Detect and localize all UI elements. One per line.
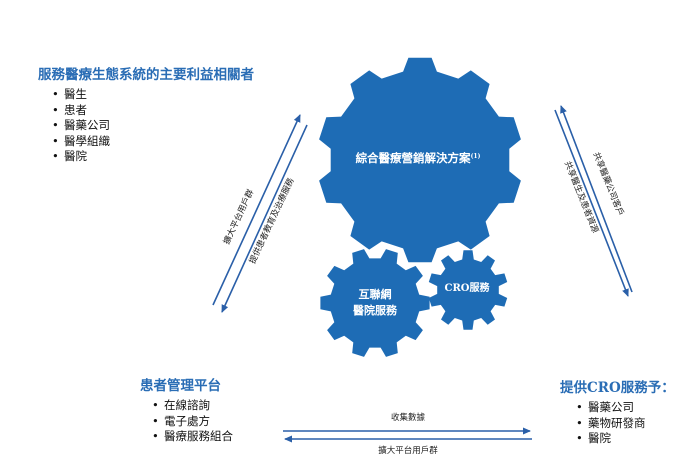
stakeholders-block: 服務醫療生態系統的主要利益相關者 醫生 患者 醫藥公司 醫學組織 醫院: [38, 63, 254, 165]
left-arrow-down-label: 提供患者教育及治療服務: [247, 176, 297, 266]
bottom-arrow-left-label: 擴大平台用戶群: [378, 445, 438, 456]
list-item: 在線諮詢: [152, 398, 233, 414]
list-item: 患者: [52, 103, 254, 119]
internet-hospital-label-line2: 醫院服務: [353, 303, 398, 317]
cro-gear-label: CRO服務: [445, 281, 491, 294]
cro-provider-block: 提供CRO服務予： 醫藥公司 藥物研發商 醫院: [560, 376, 675, 447]
left-arrow-down: [221, 124, 308, 313]
internet-hospital-label-line1: 互聯網: [359, 287, 392, 301]
cro-provider-list: 醫藥公司 藥物研發商 醫院: [576, 400, 675, 447]
cro-provider-title: 提供CRO服務予：: [560, 380, 675, 396]
internet-hospital-gear: [320, 249, 430, 357]
stakeholders-title: 服務醫療生態系統的主要利益相關者: [38, 67, 254, 83]
list-item: 藥物研發商: [576, 416, 675, 432]
list-item: 醫藥公司: [576, 400, 675, 416]
right-arrow-up: [560, 105, 633, 293]
list-item: 醫院: [576, 431, 675, 447]
list-item: 醫院: [52, 149, 254, 165]
list-item: 電子處方: [152, 414, 233, 430]
patient-platform-title: 患者管理平台: [140, 378, 221, 394]
list-item: 醫生: [52, 87, 254, 103]
patient-platform-list: 在線諮詢 電子處方 醫療服務組合: [152, 398, 233, 445]
stakeholders-list: 醫生 患者 醫藥公司 醫學組織 醫院: [52, 87, 254, 165]
right-arrow-down-1: [554, 109, 629, 297]
list-item: 醫療服務組合: [152, 429, 233, 445]
left-arrow-up: [212, 114, 301, 306]
list-item: 醫學組織: [52, 134, 254, 150]
patient-platform-block: 患者管理平台 在線諮詢 電子處方 醫療服務組合: [140, 374, 233, 445]
left-arrow-up-label: 擴大平台用戶群: [221, 187, 256, 246]
main-gear: [319, 57, 521, 263]
main-gear-label: 綜合醫療營銷解決方案(1): [356, 151, 481, 165]
list-item: 醫藥公司: [52, 118, 254, 134]
bottom-arrow-right-label: 收集數據: [391, 412, 426, 423]
cro-gear: [428, 250, 508, 330]
right-arrow-label-1: 共享醫藥公司客戶: [590, 150, 626, 217]
